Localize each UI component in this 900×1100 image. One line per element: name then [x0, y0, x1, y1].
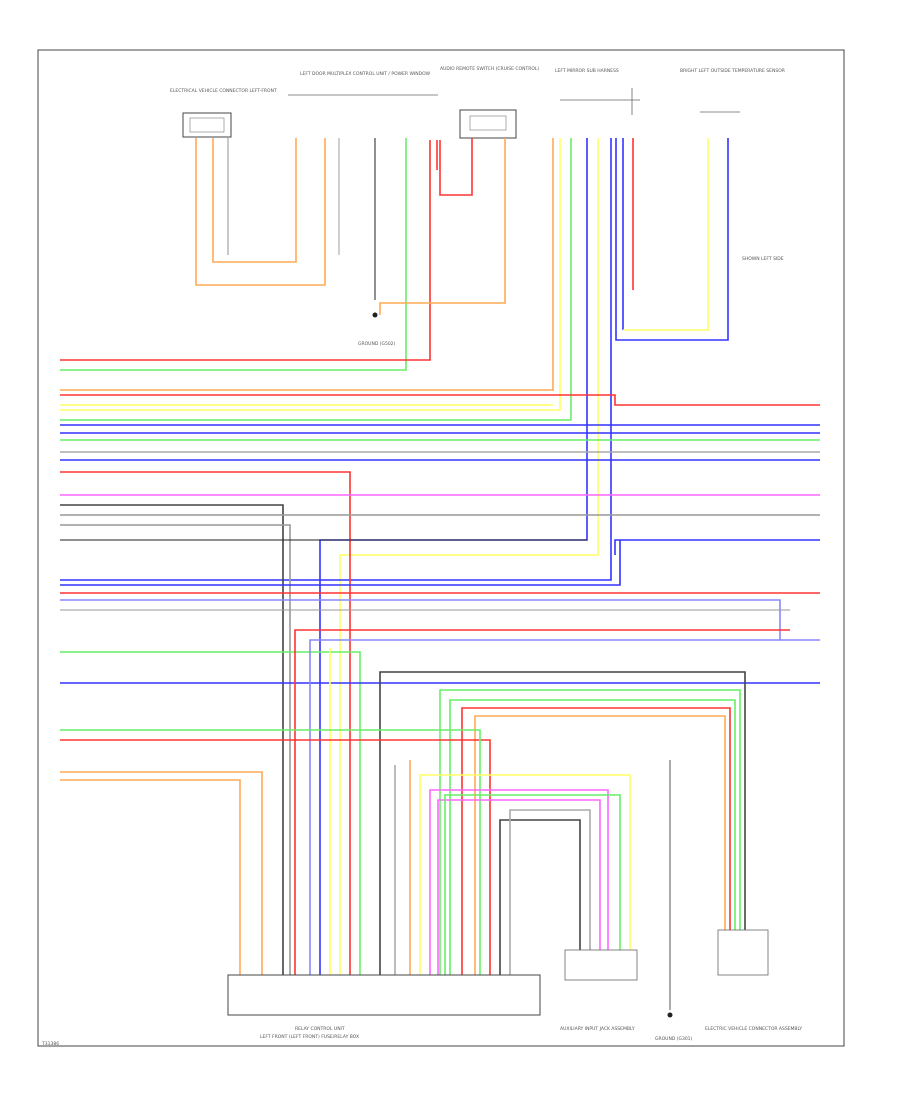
svg-text:SHOWN LEFT SIDE: SHOWN LEFT SIDE: [742, 256, 784, 262]
wire-left-door-group: [60, 138, 506, 371]
electric-vehicle-connector: ELECTRIC VEHICLE CONNECTOR ASSEMBLY: [705, 929, 802, 1032]
wire-orange-lower: [60, 771, 263, 975]
svg-text:ELECTRIC VEHICLE CONNECTOR ASS: ELECTRIC VEHICLE CONNECTOR ASSEMBLY: [705, 1026, 802, 1032]
connector-left-door: LEFT DOOR MULTIPLEX CONTROL UNIT / POWER…: [288, 71, 438, 96]
svg-text:ELECTRICAL VEHICLE CONNECTOR L: ELECTRICAL VEHICLE CONNECTOR LEFT-FRONT: [170, 88, 277, 94]
connector-bright-left: BRIGHT LEFT OUTSIDE TEMPERATURE SENSOR: [680, 68, 785, 113]
connector-center-switch: AUDIO REMOTE SWITCH (CRUISE CONTROL): [440, 66, 539, 139]
svg-text:GROUND (G301): GROUND (G301): [655, 1036, 693, 1042]
svg-text:LEFT MIRROR SUB HARNESS: LEFT MIRROR SUB HARNESS: [555, 68, 619, 74]
svg-text:AUDIO REMOTE SWITCH (CRUISE CO: AUDIO REMOTE SWITCH (CRUISE CONTROL): [440, 66, 539, 72]
ground-bottom: GROUND (G301): [655, 1012, 693, 1042]
auxiliary-input-box: AUXILIARY INPUT JACK ASSEMBLY: [560, 949, 638, 1032]
svg-text:LEFT DOOR MULTIPLEX CONTROL UN: LEFT DOOR MULTIPLEX CONTROL UNIT / POWER…: [300, 71, 431, 77]
wire-relay-feeds: [60, 629, 790, 1010]
footer-code: T31386: [41, 1041, 59, 1047]
svg-text:BRIGHT LEFT OUTSIDE TEMPERATUR: BRIGHT LEFT OUTSIDE TEMPERATURE SENSOR: [680, 68, 785, 74]
wire-bright-left: [615, 138, 729, 341]
svg-text:AUXILIARY INPUT JACK ASSEMBLY: AUXILIARY INPUT JACK ASSEMBLY: [560, 1026, 635, 1032]
diagram-frame: [37, 49, 845, 1047]
svg-text:LEFT FRONT (LEFT FRONT) FUSE/R: LEFT FRONT (LEFT FRONT) FUSE/RELAY BOX: [260, 1034, 359, 1040]
wire-left-mirror-bundle: [60, 138, 634, 975]
svg-text:RELAY CONTROL UNIT: RELAY CONTROL UNIT: [295, 1026, 345, 1032]
wire-orange-left-loop: [195, 138, 326, 286]
wire-horizontal-bus: [60, 394, 820, 975]
relay-control-unit-box: RELAY CONTROL UNIT LEFT FRONT (LEFT FRON…: [227, 974, 541, 1040]
svg-text:GROUND (G502): GROUND (G502): [358, 341, 396, 347]
connector-left-mirror: LEFT MIRROR SUB HARNESS: [555, 68, 640, 115]
connector-sensor-left: ELECTRICAL VEHICLE CONNECTOR LEFT-FRONT: [170, 88, 277, 138]
